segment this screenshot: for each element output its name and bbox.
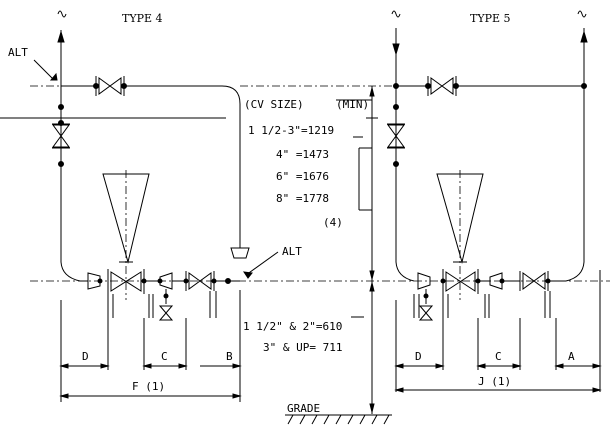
joint-dot bbox=[393, 161, 399, 167]
dim-arrow bbox=[592, 363, 602, 369]
dim-arrow bbox=[369, 282, 375, 292]
grade-label: GRADE bbox=[287, 402, 320, 415]
break-symbol bbox=[57, 10, 67, 18]
reducer-icon bbox=[489, 272, 503, 290]
cv-table-row: 6" =1676 bbox=[276, 170, 329, 183]
main-elbow bbox=[565, 261, 585, 282]
height-table: 1 1/2" & 2"=610 3" & UP= 711 bbox=[243, 316, 364, 354]
grade-hatch bbox=[287, 414, 390, 425]
dim-c-left: C bbox=[161, 350, 168, 363]
joint-dot bbox=[97, 278, 103, 284]
dim-arrow bbox=[369, 87, 375, 97]
dim-f: F (1) bbox=[132, 380, 165, 393]
dim-d-left: D bbox=[82, 350, 89, 363]
alt-arrow-icon bbox=[49, 72, 58, 81]
main-elbow bbox=[60, 261, 81, 282]
alt-label-top: ALT bbox=[8, 46, 28, 59]
joint-dot bbox=[393, 104, 399, 110]
break-symbol bbox=[577, 10, 587, 18]
dim-arrow bbox=[100, 363, 110, 369]
dim-arrow bbox=[178, 363, 188, 369]
dim-arrow bbox=[476, 363, 486, 369]
joint-dot bbox=[163, 293, 169, 299]
riser-valve-icon bbox=[52, 124, 70, 148]
cv-table-header-left: (CV SIZE) bbox=[244, 98, 304, 111]
dim-arrow bbox=[394, 387, 404, 393]
block-valve-icon bbox=[188, 272, 212, 290]
control-valve-icon bbox=[110, 271, 142, 292]
joint-dot bbox=[440, 278, 446, 284]
dim-arrow bbox=[59, 393, 69, 399]
main-elbow bbox=[395, 261, 415, 282]
type5-assembly: TYPE 5 bbox=[387, 10, 602, 393]
alt-label-right: ALT bbox=[282, 245, 302, 258]
dim-d-right: D bbox=[415, 350, 422, 363]
height-row: 3" & UP= 711 bbox=[263, 341, 342, 354]
joint-dot bbox=[58, 161, 64, 167]
cv-table-row: 4" =1473 bbox=[276, 148, 329, 161]
cv-size-table: (CV SIZE) (MIN) 1 1/2-3"=1219 4" =1473 6… bbox=[244, 86, 378, 414]
block-valve-icon bbox=[522, 272, 546, 290]
flow-arrow-icon bbox=[580, 30, 588, 43]
break-symbol bbox=[391, 10, 401, 18]
dim-arrow bbox=[59, 363, 69, 369]
joint-dot bbox=[423, 293, 429, 299]
cv-table-note: (4) bbox=[323, 216, 343, 229]
reducer-icon bbox=[87, 272, 101, 290]
grade-marker: GRADE bbox=[285, 402, 392, 425]
dim-j: J (1) bbox=[478, 375, 511, 388]
dim-arrow bbox=[435, 363, 445, 369]
dim-arrow bbox=[232, 393, 242, 399]
cv-table-row: 8" =1778 bbox=[276, 192, 329, 205]
drain-valve-icon bbox=[158, 305, 174, 321]
riser-valve-icon bbox=[387, 124, 405, 148]
joint-dot bbox=[58, 104, 64, 110]
alt-arrow-line bbox=[245, 251, 279, 276]
cv-table-header-right: (MIN) bbox=[336, 98, 369, 111]
dim-arrow bbox=[554, 363, 564, 369]
dim-b: B bbox=[226, 350, 233, 363]
bypass-valve-icon bbox=[430, 77, 454, 95]
flow-arrow-icon bbox=[57, 30, 65, 43]
dim-arrow bbox=[369, 270, 375, 280]
type5-title: TYPE 5 bbox=[470, 12, 511, 25]
reducer-icon bbox=[417, 272, 431, 290]
dim-arrow bbox=[369, 403, 375, 413]
dim-arrow bbox=[512, 363, 522, 369]
type4-title: TYPE 4 bbox=[122, 12, 163, 25]
dim-arrow bbox=[592, 387, 602, 393]
dim-a: A bbox=[568, 350, 575, 363]
dim-arrow bbox=[232, 363, 242, 369]
bypass-valve-icon bbox=[98, 77, 122, 95]
flow-arrow-icon bbox=[392, 43, 400, 56]
alt-arrow-icon bbox=[242, 271, 253, 279]
bypass-elbow bbox=[221, 85, 241, 105]
control-valve-icon bbox=[445, 271, 476, 292]
reducer-icon bbox=[230, 247, 250, 259]
dim-arrow bbox=[394, 363, 404, 369]
cv-table-row: 1 1/2-3"=1219 bbox=[248, 124, 334, 137]
joint-dot bbox=[225, 278, 231, 284]
dim-c-right: C bbox=[495, 350, 502, 363]
height-row: 1 1/2" & 2"=610 bbox=[243, 320, 342, 333]
dim-arrow bbox=[142, 363, 152, 369]
alt-arrow-line bbox=[33, 59, 55, 81]
drain-valve-icon bbox=[418, 305, 434, 321]
